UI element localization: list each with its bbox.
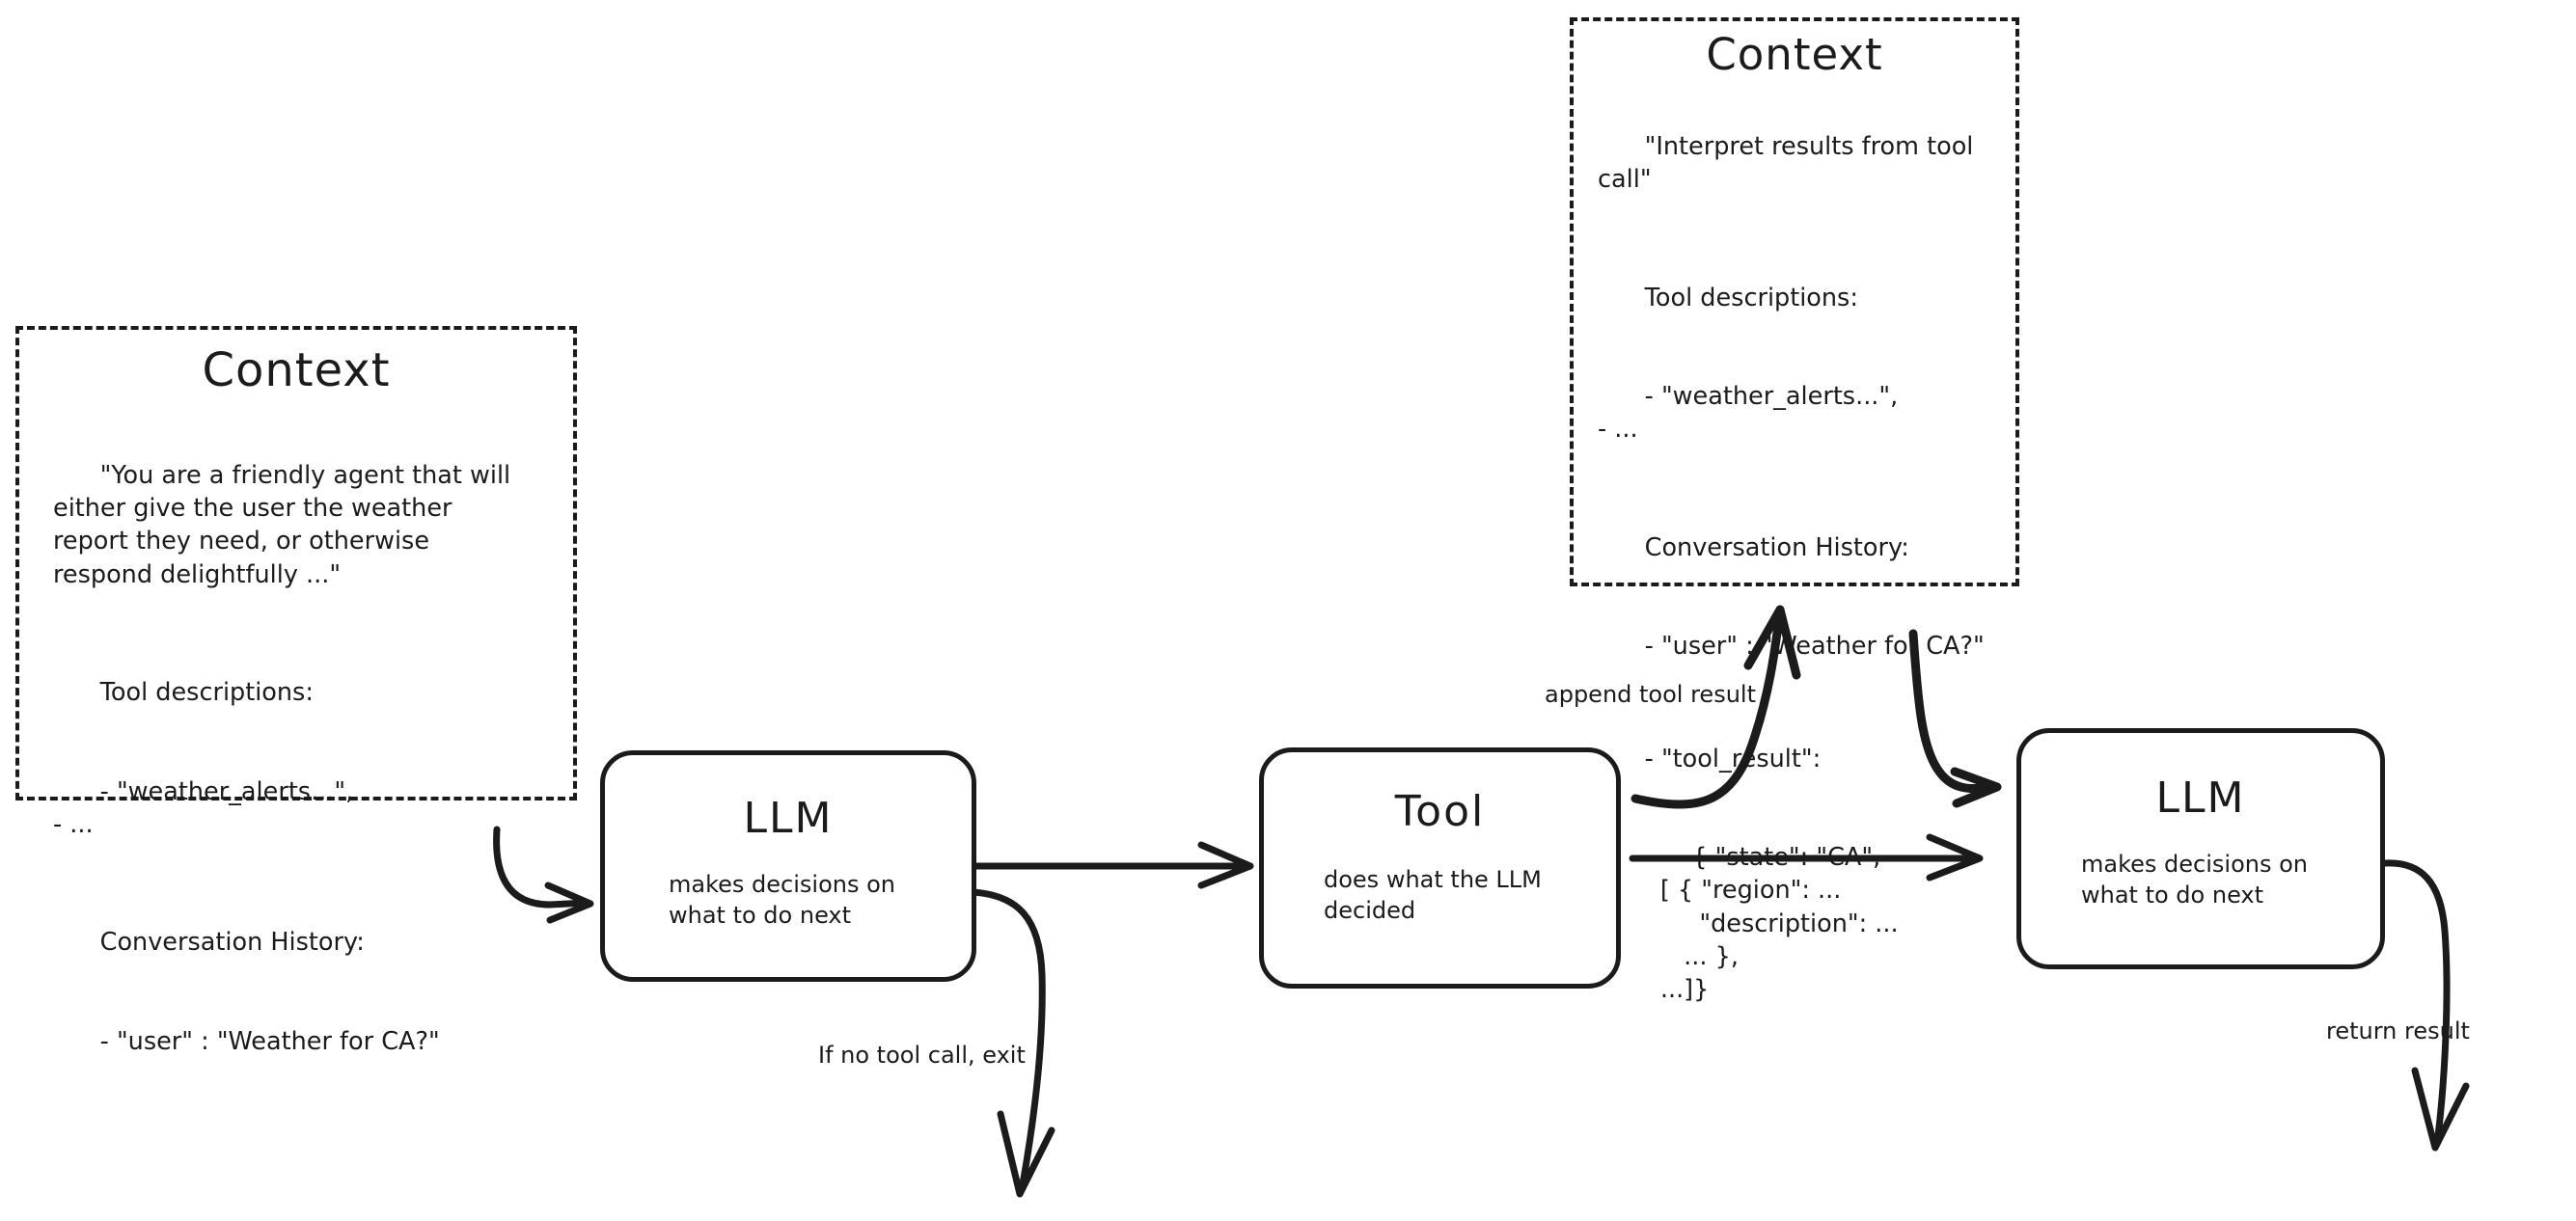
context-right-tool-result-key: - "tool_result": [1644,744,1822,773]
arrow-llm2-return [2381,859,2470,1152]
context-left-history-items: - "user" : "Weather for CA?" [99,1026,440,1056]
context-right-body: "Interpret results from tool call" Tool … [1598,97,2006,1039]
context-box-after-tool: Context "Interpret results from tool cal… [1570,17,2019,1004]
context-right-history-heading: Conversation History: [1644,532,1909,562]
spacer [53,624,556,643]
context-right-tool-result-body: { "state": "CA", [ { "region": ... "desc… [1659,843,1899,1004]
context-right-tools-items: - "weather_alerts...", - ... [1598,382,1899,445]
context-right-system-prompt: "Interpret results from tool call" [1598,132,1982,195]
arrow-llm-to-tool [969,841,1254,889]
edge-label-return-result: return result [2326,1018,2470,1045]
context-right-history-items: - "user" : "Weather for CA?" [1644,632,1985,662]
edge-label-append-tool-result: append tool result [1545,681,1756,708]
node-llm-first-title: LLM [743,794,834,843]
edge-label-no-tool-call: If no tool call, exit [818,1042,1026,1069]
spacer [1598,479,2006,499]
context-left-history-heading: Conversation History: [99,928,365,958]
node-tool-title: Tool [1394,787,1486,836]
node-llm-second[interactable]: LLM makes decisions on what to do next [2016,728,2385,969]
spacer [53,874,556,893]
context-left-title: Context [202,343,391,397]
node-tool-subtitle: does what the LLM decided [1324,866,1542,924]
node-llm-second-subtitle: makes decisions on what to do next [2081,851,2308,909]
node-tool[interactable]: Tool does what the LLM decided [1259,747,1621,989]
spacer [1598,230,2006,249]
node-llm-first-subtitle: makes decisions on what to do next [669,871,895,929]
context-left-system-prompt: "You are a friendly agent that will eith… [53,461,511,589]
context-left-body: "You are a friendly agent that will eith… [53,426,556,1091]
context-box-initial: Context "You are a friendly agent that w… [15,326,577,1056]
node-llm-second-title: LLM [2155,773,2246,823]
context-right-title: Context [1706,29,1883,80]
node-llm-first[interactable]: LLM makes decisions on what to do next [600,750,976,982]
context-right-tools-heading: Tool descriptions: [1644,283,1858,312]
context-left-tools-items: - "weather_alerts...", - ... [53,776,354,839]
context-left-tools-heading: Tool descriptions: [99,678,314,708]
